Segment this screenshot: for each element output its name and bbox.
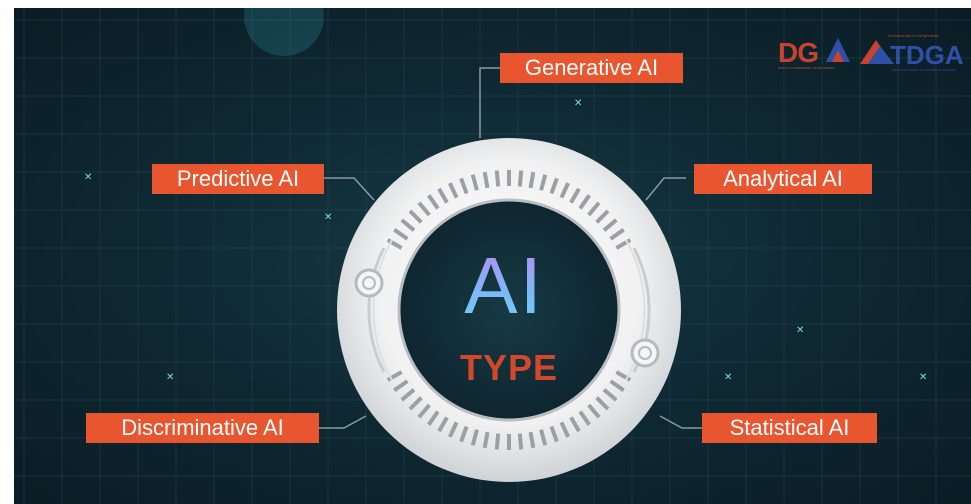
inner-disc [399,200,619,420]
ring-tick [470,429,479,446]
ring-tick [569,416,581,433]
ring-tick [595,209,610,224]
ring-tick [393,228,409,241]
ring-ticks [386,170,632,450]
ring-tick [400,388,416,402]
svg-text:✕: ✕ [166,372,174,383]
center-subtitle: TYPE [459,347,559,388]
ai-ring [319,67,704,482]
label-discriminative-ai: Discriminative AI [86,413,319,443]
ring-tick [549,177,559,195]
ring-tick [587,403,601,419]
ring-tick [528,431,536,449]
ring-tick [408,209,423,224]
svg-text:✕: ✕ [574,98,582,109]
svg-text:✕: ✕ [919,372,927,383]
ring-tick [578,194,591,210]
ring-knob-left [354,268,384,298]
leader-analytical [645,177,686,201]
ring-tick [400,218,416,232]
dga-caption: DIGITAL GOVERNMENT DEVELOPMENT [778,66,836,70]
svg-text:✕: ✕ [84,172,92,183]
svg-text:TDGA: TDGA [890,40,964,70]
inner-edge [397,198,621,422]
ring-tick [459,425,469,443]
leader-generative [479,67,500,138]
ring-tick [386,238,403,250]
ring-arc-left [367,247,386,373]
ring-tick [408,396,423,411]
ring-tick [528,171,536,189]
ring-tick [470,174,479,191]
ring-tick [517,170,524,187]
partner-logos: DG DIGITAL GOVERNMENT DEVELOPMENT TDGA ส… [776,32,971,82]
ring-tick [448,182,459,199]
ring-tick [578,410,591,426]
tdga-caption: THAILAND DIGITAL GOVERNMENT ACADEMY [892,68,957,72]
ring-tick [482,171,490,189]
leader-lines [319,67,704,429]
label-analytical-ai: Analytical AI [694,164,872,194]
ring-knob-right [630,338,660,368]
ring-tick [615,238,632,250]
ring-tick [602,218,618,232]
ring-tick [417,201,431,217]
dga-logo: DG [778,37,850,68]
label-generative-ai: Generative AI [500,53,683,83]
leader-statistical [659,415,704,429]
ring-tick [417,403,431,419]
leader-discriminative [319,415,367,429]
ring-tick [386,370,403,382]
ring-tick [559,182,570,199]
tdga-thai-caption: สถาบันพัฒนาบุคลากรภาครัฐด้านดิจิทัล [888,34,939,38]
ring-tick [393,379,409,392]
ring-tick [559,421,570,438]
center-title: AI [444,246,564,326]
ring-tick [437,416,449,433]
ring-tick [427,194,440,210]
label-predictive-ai: Predictive AI [152,164,324,194]
ring-tick [569,187,581,204]
ring-tick [549,425,559,443]
ring-tick [539,174,548,191]
ring-tick [437,187,449,204]
ring-tick [517,433,524,450]
tdga-logo: TDGA [860,40,964,70]
ring-tick [427,410,440,426]
ring-tick [587,201,601,217]
ring-tick [494,170,501,187]
ring-tick [595,396,610,411]
ring-tick [602,388,618,402]
label-statistical-ai: Statistical AI [702,413,877,443]
ring-tick [609,228,625,241]
ring-tick [448,421,459,438]
leader-predictive [324,177,375,201]
ring-tick [609,379,625,392]
ring-tick [482,431,490,449]
diagram-canvas: ✕✕✕✕✕✕✕✕ [14,8,971,504]
ring-arc-right-outer [625,239,646,381]
ring-tick [539,429,548,446]
ring-tick [494,433,501,450]
ring-tick [459,177,469,195]
ring-arc-left-outer [372,239,393,381]
ring-tick [615,370,632,382]
svg-text:✕: ✕ [324,212,332,223]
svg-text:DG: DG [778,37,818,68]
svg-text:✕: ✕ [724,372,732,383]
svg-text:✕: ✕ [796,325,804,336]
